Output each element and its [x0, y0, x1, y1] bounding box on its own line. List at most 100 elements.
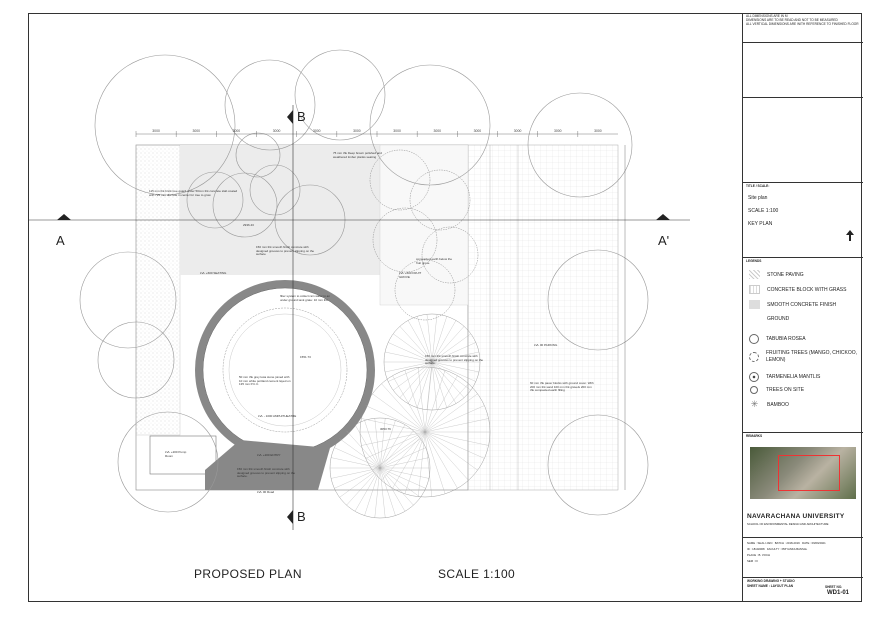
- bamboo-icon: ✳: [750, 399, 759, 409]
- legend-box: LEGENDS STONE PAVING CONCRETE BLOCK WITH…: [743, 258, 863, 433]
- tree-spoke: [364, 467, 381, 516]
- tree-spoke: [331, 457, 381, 469]
- label-entry: LVL +200 ENTRY: [257, 453, 281, 457]
- general-notes: ALL DIMENSIONS ARE IN M DIMENSIONS ARE T…: [743, 13, 863, 43]
- blank-box-1: [743, 43, 863, 98]
- tree-spoke: [361, 418, 426, 433]
- tree-spoke: [334, 467, 381, 489]
- tree-spoke: [431, 314, 438, 363]
- note-3: ALL VERTICAL DIMENSIONS ARE WITH REFEREN…: [746, 22, 859, 26]
- student-info: NAME : SHALI JAIN BATCH : 2018-2019 DATE…: [743, 538, 863, 578]
- tree-spoke: [372, 431, 426, 471]
- label-parking: LVL 00 PARKING: [534, 343, 558, 347]
- tree-spoke: [417, 316, 433, 363]
- remarks-box: REMARKS NAVARACHANA UNIVERSITY SCHOOL OF…: [743, 433, 863, 538]
- tree-spoke: [407, 320, 433, 363]
- tree-spoke: [407, 361, 433, 404]
- tree-spoke: [379, 467, 429, 479]
- grid-hatch-icon: [749, 285, 760, 294]
- section-label-a-right: A': [658, 233, 670, 248]
- tree-spoke: [393, 361, 433, 391]
- tree-spoke: [431, 361, 471, 391]
- dimension-1: 2936.43: [243, 223, 254, 227]
- tree-spoke: [418, 367, 426, 433]
- tree-spoke: [426, 361, 433, 410]
- tree-spoke: [431, 351, 479, 363]
- pump-room: [149, 435, 217, 475]
- tree-canopies: [79, 49, 649, 516]
- legend-stone-paving: STONE PAVING: [749, 270, 804, 279]
- label-amphitheatre: LVL - 1000 AMPHITHEATRE: [258, 414, 297, 418]
- legends-header: LEGENDS: [746, 259, 762, 263]
- tree-spoke: [404, 431, 426, 494]
- tree-spoke: [379, 467, 386, 518]
- tree-spoke: [424, 431, 446, 494]
- tree-spoke: [424, 431, 489, 446]
- tree-spoke: [381, 431, 426, 481]
- key-plan-label: KEY PLAN: [748, 221, 773, 227]
- course-name: WORKING DRAWING + STUDIO: [747, 579, 795, 583]
- note-1: ALL DIMENSIONS ARE IN M: [746, 14, 788, 18]
- remarks-header: REMARKS: [746, 434, 763, 438]
- tree-spoke: [339, 438, 381, 469]
- tree-spoke: [379, 424, 406, 469]
- tree-spoke: [379, 420, 396, 469]
- tree-spoke: [374, 467, 381, 518]
- sheet-number: WD1-01: [827, 590, 850, 596]
- tree-spoke: [431, 361, 438, 410]
- tree-spoke: [379, 467, 396, 516]
- tree-spoke: [431, 342, 476, 363]
- section-label-b-top: B: [297, 109, 306, 124]
- tree-spoke: [431, 361, 447, 408]
- annotation-finish-right: 150 mm thk smooth finish concrete with d…: [425, 354, 484, 366]
- dimension-tick-label: 3000: [353, 129, 361, 133]
- tree-spoke: [339, 467, 381, 498]
- label-pump-room: LVL +200 Pump Room: [165, 450, 187, 458]
- tree-spoke: [354, 467, 381, 512]
- tree-spoke: [393, 333, 433, 363]
- title-scale-header: TITLE / SCALE:: [746, 184, 770, 188]
- legend-ground: GROUND: [749, 314, 789, 323]
- tree-spoke: [379, 438, 421, 469]
- tree-spoke: [424, 431, 485, 459]
- legend-trees-on-site: TREES ON SITE: [749, 386, 804, 394]
- annotation-filter: filter system to collect rain water in a…: [280, 294, 331, 302]
- site-plan-label: Site plan: [748, 195, 768, 201]
- section-arrow-a-right: [656, 214, 670, 220]
- sheet-name: SHEET NAME : LAYOUT PLAN: [747, 584, 794, 588]
- drawing-scale: SCALE 1:100: [438, 567, 516, 581]
- dimension-tick-label: 3000: [474, 129, 482, 133]
- legend-smooth-concrete: SMOOTH CONCRETE FINISH: [749, 300, 836, 309]
- dimension-tick-label: 3000: [554, 129, 562, 133]
- annotation-compacted: compacted earth below the fruit grove.: [416, 257, 453, 265]
- tree-spoke: [424, 367, 432, 433]
- annotation-finish-bottom: 150 mm thk smooth finish concrete with d…: [237, 467, 296, 479]
- tree-spoke: [372, 393, 426, 433]
- section-label-a-left: A: [56, 233, 65, 248]
- tree-spoke: [424, 375, 458, 433]
- section-arrow-b-top: [287, 110, 293, 124]
- title-block: ALL DIMENSIONS ARE IN M DIMENSIONS ARE T…: [742, 13, 863, 602]
- tree-spoke: [379, 447, 426, 469]
- north-arrow-icon: [846, 230, 854, 241]
- sheet-no-label: SHEET NO.: [825, 585, 843, 589]
- tree-spoke: [331, 467, 381, 479]
- grey-fill-icon: [749, 300, 760, 309]
- dotted-hatch-icon: [749, 270, 760, 279]
- section-arrow-a-left: [57, 214, 71, 220]
- dimension-tick-label: 3000: [594, 129, 602, 133]
- tree-spoke: [404, 370, 426, 433]
- tree-spoke: [388, 342, 433, 363]
- tree-spoke: [334, 447, 381, 469]
- section-label-b-bottom: B: [297, 509, 306, 524]
- dimension-tick-label: 3000: [393, 129, 401, 133]
- legend-fruiting-trees: FRUITING TREES (MANGO, CHICKOO, LEMON): [749, 350, 859, 364]
- tree-spoke: [364, 420, 381, 469]
- info-row-3: PLACE : B. VOCH: [747, 553, 771, 557]
- tree-spoke: [388, 361, 433, 382]
- tree-spoke: [424, 370, 446, 433]
- drawing-sheet: [28, 13, 862, 602]
- tree-spoke: [399, 361, 433, 398]
- tree-spoke: [424, 431, 478, 471]
